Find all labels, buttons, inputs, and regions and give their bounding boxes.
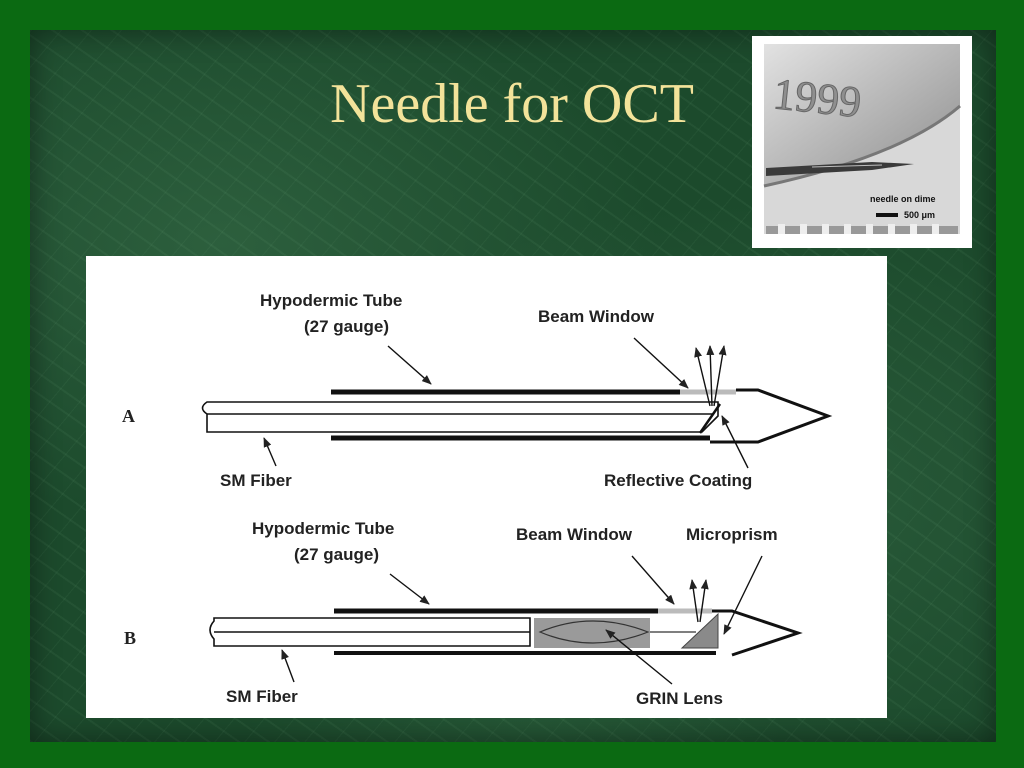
diagram-graphic: A Hypodermic Tube (27 gauge: [122, 291, 833, 708]
b-lens-beam-profile: [538, 620, 650, 644]
b-ray-1: [689, 579, 699, 623]
panel-a: A Hypodermic Tube (27 gauge: [122, 291, 833, 490]
a-needle-tip: [710, 388, 833, 444]
ruler-ticks: [766, 224, 958, 234]
a-ray-2: [706, 345, 715, 407]
b-fiber-pointer: [281, 649, 295, 683]
b-prism-label: Microprism: [686, 525, 778, 544]
b-tube-label-line1: Hypodermic Tube: [252, 519, 394, 538]
b-lens-label: GRIN Lens: [636, 689, 723, 708]
scale-bar: [876, 213, 898, 217]
needle-diagram: A Hypodermic Tube (27 gauge: [86, 256, 887, 718]
dime-rim: [763, 104, 961, 188]
scale-value: 500 μm: [904, 210, 935, 220]
b-tube-pointer: [389, 573, 430, 605]
a-coating-pointer: [721, 415, 749, 469]
slide-title: Needle for OCT: [330, 73, 694, 135]
a-coating-label: Reflective Coating: [604, 471, 752, 490]
a-tube-pointer: [387, 345, 432, 385]
b-window-label: Beam Window: [516, 525, 633, 544]
coin-year: 1999: [771, 69, 864, 127]
a-window-label: Beam Window: [538, 307, 655, 326]
b-ray-2: [699, 579, 709, 623]
b-prism-pointer: [723, 555, 763, 635]
needle-on-dime-photo: 1999 needle on dime 500 μm: [752, 36, 972, 248]
b-window-pointer: [631, 555, 675, 605]
a-ray-3: [713, 345, 727, 407]
photo-graphic: 1999 needle on dime 500 μm: [763, 44, 961, 234]
panel-b: B Hypodermic Tube: [124, 519, 803, 708]
dime-surface: [764, 44, 960, 186]
a-window-pointer: [633, 337, 689, 389]
a-reflective-face: [698, 403, 722, 434]
b-tube-label-line2: (27 gauge): [294, 545, 379, 564]
b-microprism: [680, 612, 719, 649]
b-needle-tip: [712, 609, 803, 657]
photo-caption: needle on dime: [870, 194, 936, 204]
b-lens-pointer: [605, 629, 673, 685]
a-sm-fiber: [201, 401, 719, 433]
a-tube-label-line1: Hypodermic Tube: [260, 291, 402, 310]
a-fiber-label: SM Fiber: [220, 471, 292, 490]
a-ray-1: [694, 347, 711, 407]
needle-highlight: [811, 164, 883, 168]
a-fiber-pointer: [263, 437, 277, 467]
b-fiber-label: SM Fiber: [226, 687, 298, 706]
panel-b-label: B: [124, 628, 136, 648]
a-tube-label-line2: (27 gauge): [304, 317, 389, 336]
panel-a-label: A: [122, 406, 135, 426]
